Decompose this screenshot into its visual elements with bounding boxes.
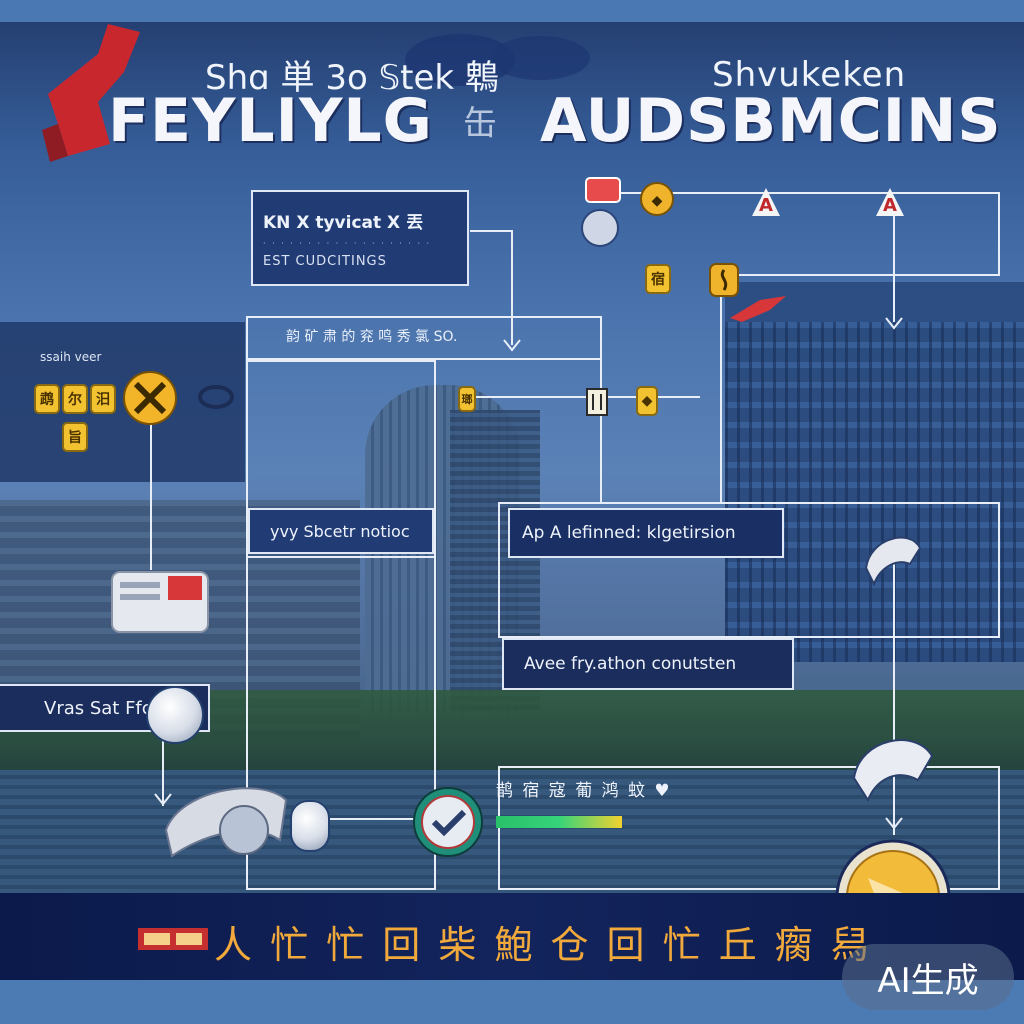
left-frame-box	[246, 360, 436, 890]
top-info-line2: EST CUDCITINGS	[263, 253, 387, 269]
connector-line	[162, 740, 164, 806]
ring-icon	[198, 385, 234, 409]
svg-text:◆: ◆	[652, 193, 663, 209]
connector-line	[998, 192, 1000, 276]
connector-line	[470, 230, 512, 232]
red-flag-logo	[42, 24, 140, 162]
connector-line	[511, 230, 513, 345]
top-info-box: KN X tyvicat X 丟 · · · · · · · · · · · ·…	[251, 190, 469, 286]
left-panel-text: ssaih veer	[40, 350, 102, 364]
header-subtitle-left: Shɑ 単 3o 𝕊tek 鵯	[205, 58, 499, 98]
right-frame-box	[498, 502, 1000, 638]
robot-arm-large-icon	[852, 739, 934, 803]
small-badge: 瑯	[458, 386, 476, 412]
arrow-down-icon	[885, 317, 903, 330]
sbcetr-label: yvy Sbcetr notioc	[248, 508, 434, 554]
connector-line	[150, 420, 152, 570]
warning-triangle-icon	[752, 188, 780, 216]
machine-icon	[111, 571, 209, 633]
tag-badge: 宿	[645, 264, 671, 294]
arrow-down-icon	[154, 793, 172, 806]
banner-text: 人 忙 忙 回 柴 鮑 仓 回 忙 丘 瘸 舄	[214, 923, 872, 967]
left-panel-badge: 旨	[62, 422, 88, 452]
mid-header-text: 韵 矿 肃 的 兖 鸣 秀 氯 SO.	[286, 329, 458, 345]
ai-generated-watermark: AI生成	[842, 944, 1014, 1010]
lower-text-row: 鹊 宿 寇 葡 鸿 蚊 ♥	[496, 781, 672, 801]
lefined-label: Ap A lefinned: klgetirsion	[508, 508, 784, 558]
robot-arm-small-icon	[864, 536, 922, 587]
banner-logo-icon	[138, 928, 208, 950]
header-subtitle-right: Shvukeken	[712, 55, 907, 95]
title-ornament-icon: 缶	[463, 104, 497, 144]
lower-right-frame-box	[498, 766, 1000, 890]
red-logo-mark	[730, 296, 786, 322]
arrow-down-icon	[885, 817, 903, 830]
checkmark-circle-icon	[413, 787, 483, 857]
triangle-label: A	[883, 195, 897, 216]
small-door-icon	[586, 388, 608, 416]
connector-line	[320, 818, 430, 820]
connector-line	[893, 560, 895, 835]
robot-head-icon	[146, 686, 204, 744]
top-info-line1: KN X tyvicat X 丟	[263, 212, 424, 233]
connector-line	[720, 274, 1000, 276]
cross-circle-icon	[123, 371, 177, 425]
scanner-device-icon	[164, 787, 288, 858]
progress-strip	[496, 816, 622, 828]
divider-line	[246, 556, 436, 558]
office-building-image	[725, 282, 1024, 662]
mid-header-box	[246, 316, 602, 360]
capsule-icon	[290, 800, 330, 852]
gold-coin-icon: ◆	[640, 182, 674, 216]
connector-line	[720, 274, 722, 502]
flame-badge-icon	[709, 263, 739, 297]
robot-arm-icon	[581, 177, 621, 247]
left-panel-badge: 鹉	[34, 384, 60, 414]
arrow-down-icon	[503, 339, 521, 352]
connector-line	[893, 212, 895, 322]
top-border	[0, 0, 1024, 22]
top-info-fineprint: · · · · · · · · · · · · · · · · · · ·	[263, 238, 432, 248]
left-panel-badge: 汨	[90, 384, 116, 414]
avee-label: Avee fry.athon conutsten	[502, 638, 794, 690]
warning-triangle-icon	[876, 188, 904, 216]
small-badge: ◆	[636, 386, 658, 416]
triangle-label: A	[759, 195, 773, 216]
left-panel-badge: 尔	[62, 384, 88, 414]
decorative-swirl	[405, 34, 590, 86]
connector-line	[600, 192, 1000, 194]
header-title-left: FEYLIYLG	[108, 86, 433, 156]
header-title-right: AUDSBMCINS	[540, 86, 1002, 156]
